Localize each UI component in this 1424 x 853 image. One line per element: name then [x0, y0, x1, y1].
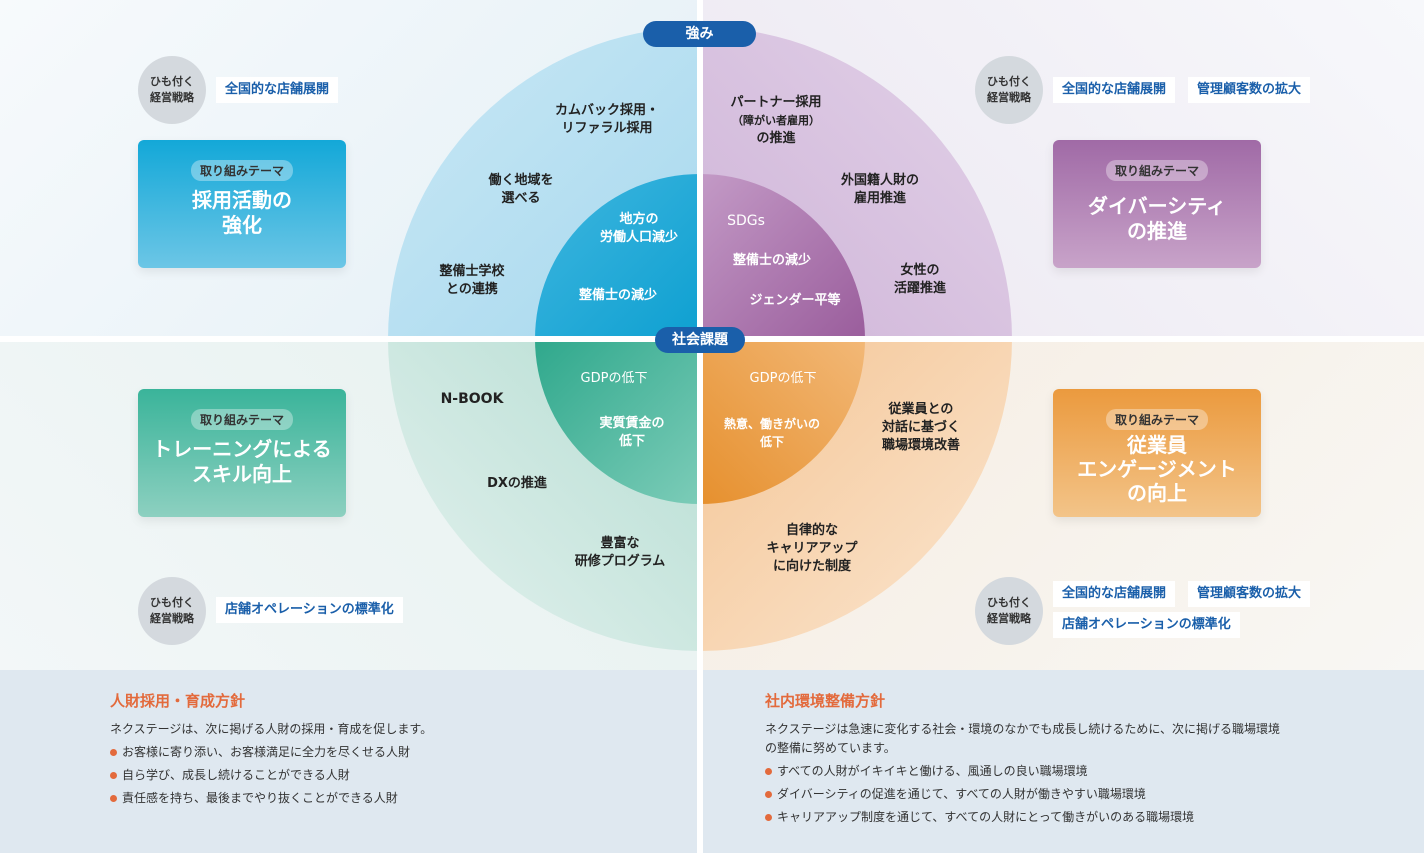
policy-left-body: ネクステージは、次に掲げる人財の採用・育成を促します。 お客様に寄り添い、お客様…	[110, 718, 432, 810]
tr-inner-2: 整備士の減少	[732, 253, 812, 268]
tl-theme-card: 取り組みテーマ 採用活動の 強化	[138, 140, 346, 268]
policy-left-bullet-3: 責任感を持ち、最後までやり抜くことができる人財	[110, 787, 432, 810]
bl-strategy-line2: 経営戦略	[150, 612, 194, 625]
br-theme-title-3: の向上	[1127, 481, 1187, 505]
bg-policy-right	[703, 670, 1424, 853]
tl-outer-1: カムバック採用・ リファラル採用	[554, 103, 660, 136]
br-theme-title-1: 従業員	[1127, 433, 1187, 457]
tr-strategy-line1: ひも付く	[987, 75, 1031, 88]
tl-tag-1: 全国的な店舗展開	[216, 77, 339, 103]
bl-strategy-circle: ひも付く 経営戦略	[138, 577, 206, 645]
tl-theme-title: 採用活動の 強化	[138, 188, 346, 238]
policy-left-bullet-text-2: 自ら学び、成長し続けることができる人財	[122, 768, 350, 782]
br-outer-2: 自律的な キャリアアップ に向けた制度	[766, 523, 858, 574]
tr-theme-card: 取り組みテーマ ダイバーシティ の推進	[1053, 140, 1261, 268]
tr-outer-1: パートナー採用 （障がい者雇用） の推進	[730, 94, 821, 148]
tr-strategy-line2: 経営戦略	[987, 91, 1031, 104]
bl-outer-2: DXの推進	[487, 476, 547, 491]
policy-left-bullet-text-1: お客様に寄り添い、お客様満足に全力を尽くせる人財	[122, 745, 411, 759]
tl-strategy-circle: ひも付く 経営戦略	[138, 56, 206, 124]
bl-outer-3: 豊富な 研修プログラム	[574, 536, 666, 569]
tr-outer-1a: パートナー採用	[730, 95, 822, 110]
policy-left-bullet-2: 自ら学び、成長し続けることができる人財	[110, 764, 432, 787]
policy-left-bullet-text-3: 責任感を持ち、最後までやり抜くことができる人財	[122, 791, 398, 805]
policy-right-intro-2: の整備に努めています。	[765, 741, 896, 755]
tr-outer-1c: の推進	[756, 131, 796, 146]
bullet-dot-icon	[765, 791, 772, 798]
tr-theme-title: ダイバーシティ の推進	[1053, 194, 1261, 244]
tr-theme-title-2: の推進	[1127, 219, 1187, 243]
br-tag-1: 全国的な店舗展開	[1053, 581, 1176, 607]
br-strategy-circle: ひも付く 経営戦略	[975, 577, 1043, 645]
br-inner-1: GDPの低下	[749, 371, 817, 386]
br-theme-card: 取り組みテーマ 従業員 エンゲージメント の向上	[1053, 389, 1261, 517]
policy-right-bullet-2: ダイバーシティの促進を通じて、すべての人財が働きやすい職場環境	[765, 783, 1280, 806]
policy-right-heading: 社内環境整備方針	[765, 692, 886, 710]
bullet-dot-icon	[765, 768, 772, 775]
policy-right-body: ネクステージは急速に変化する社会・環境のなかでも成長し続けるために、次に掲げる職…	[765, 718, 1280, 829]
tl-inner-1: 地方の 労働人口減少	[599, 212, 679, 245]
br-outer-1: 従業員との 対話に基づく 職場環境改善	[881, 402, 961, 453]
bl-tag-1: 店舗オペレーションの標準化	[216, 597, 403, 623]
bl-inner-1: GDPの低下	[580, 371, 648, 386]
tl-strategy-line1: ひも付く	[150, 75, 194, 88]
tr-tag-2: 管理顧客数の拡大	[1188, 77, 1311, 103]
br-strategy-line1: ひも付く	[987, 596, 1031, 609]
tr-outer-2: 外国籍人財の 雇用推進	[840, 173, 920, 206]
tl-theme-badge: 取り組みテーマ	[190, 160, 294, 181]
bullet-dot-icon	[110, 772, 117, 779]
bl-theme-badge: 取り組みテーマ	[190, 409, 294, 430]
br-inner-2: 熱意、働きがいの 低下	[723, 417, 821, 449]
bl-strategy-line1: ひも付く	[150, 596, 194, 609]
tl-outer-3: 整備士学校 との連携	[439, 264, 505, 297]
br-tag-3: 店舗オペレーションの標準化	[1053, 612, 1240, 638]
policy-right-intro-1: ネクステージは急速に変化する社会・環境のなかでも成長し続けるために、次に掲げる職…	[765, 722, 1281, 736]
bl-theme-title-2: スキル向上	[192, 462, 292, 486]
policy-left-heading: 人財採用・育成方針	[110, 692, 246, 710]
policy-right-bullet-3: キャリアアップ制度を通じて、すべての人財にとって働きがいのある職場環境	[765, 806, 1280, 829]
policy-right-bullet-text-3: キャリアアップ制度を通じて、すべての人財にとって働きがいのある職場環境	[777, 810, 1195, 824]
bullet-dot-icon	[765, 814, 772, 821]
tl-theme-title-1: 採用活動の	[192, 188, 292, 212]
tr-outer-1b: （障がい者雇用）	[731, 114, 820, 127]
strength-pill: 強み	[643, 21, 756, 47]
tr-theme-badge: 取り組みテーマ	[1105, 160, 1209, 181]
br-strategy-line2: 経営戦略	[987, 612, 1031, 625]
tl-strategy-line2: 経営戦略	[150, 91, 194, 104]
tl-outer-2: 働く地域を 選べる	[488, 173, 554, 206]
br-theme-title: 従業員 エンゲージメント の向上	[1053, 433, 1261, 505]
policy-right-bullet-1: すべての人財がイキイキと働ける、風通しの良い職場環境	[765, 760, 1280, 783]
tl-theme-title-2: 強化	[222, 213, 262, 237]
policy-right-bullet-text-2: ダイバーシティの促進を通じて、すべての人財が働きやすい職場環境	[777, 787, 1146, 801]
tr-outer-3: 女性の 活躍推進	[893, 263, 947, 296]
tl-inner-2: 整備士の減少	[578, 288, 658, 303]
br-theme-title-2: エンゲージメント	[1077, 457, 1237, 481]
bl-outer-1: N-BOOK	[440, 391, 504, 407]
bullet-dot-icon	[110, 749, 117, 756]
bl-theme-title: トレーニングによる スキル向上	[138, 437, 346, 487]
bg-policy-left	[0, 670, 697, 853]
tr-strategy-circle: ひも付く 経営戦略	[975, 56, 1043, 124]
tr-theme-title-1: ダイバーシティ	[1088, 194, 1226, 218]
br-theme-badge: 取り組みテーマ	[1105, 409, 1209, 430]
br-tag-2: 管理顧客数の拡大	[1188, 581, 1311, 607]
bl-theme-title-1: トレーニングによる	[152, 437, 332, 461]
bl-inner-2: 実質賃金の 低下	[599, 416, 665, 449]
bullet-dot-icon	[110, 795, 117, 802]
social-issue-pill: 社会課題	[655, 327, 745, 353]
bl-theme-card: 取り組みテーマ トレーニングによる スキル向上	[138, 389, 346, 517]
policy-right-bullet-text-1: すべての人財がイキイキと働ける、風通しの良い職場環境	[777, 764, 1088, 778]
policy-left-intro: ネクステージは、次に掲げる人財の採用・育成を促します。	[110, 722, 433, 736]
tr-tag-1: 全国的な店舗展開	[1053, 77, 1176, 103]
tr-inner-3: ジェンダー平等	[749, 293, 841, 308]
tr-inner-1: SDGs	[727, 213, 765, 229]
policy-left-bullet-1: お客様に寄り添い、お客様満足に全力を尽くせる人財	[110, 741, 432, 764]
